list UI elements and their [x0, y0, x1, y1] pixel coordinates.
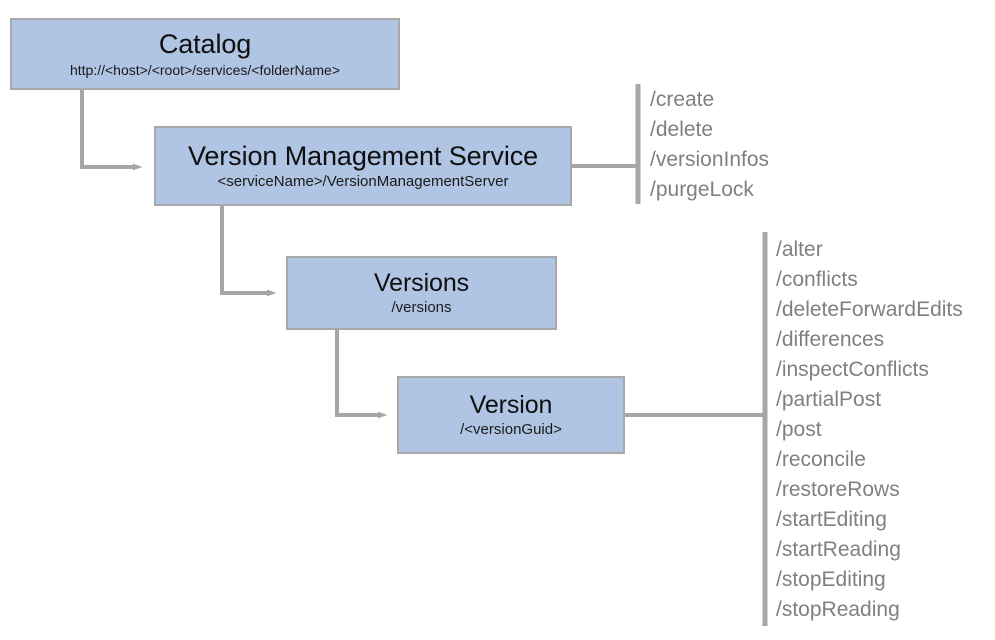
operation-item: /versionInfos [650, 148, 770, 171]
operation-item: /reconcile [776, 448, 866, 471]
operation-list-service: /create/delete/versionInfos/purgeLock [650, 85, 769, 205]
node-versions-title: Versions [373, 268, 470, 297]
operation-item: /deleteForwardEdits [776, 298, 963, 321]
operation-item: /create [650, 88, 715, 111]
operation-item: /inspectConflicts [776, 358, 929, 381]
node-version-management-service[interactable]: Version Management Service <serviceName>… [154, 126, 572, 206]
connector-versions-to-version [335, 330, 388, 419]
operation-item: /startReading [776, 538, 901, 561]
operation-item: /stopReading [776, 598, 900, 621]
operation-item: /conflicts [776, 268, 858, 291]
node-versions-subtitle: /versions [391, 299, 452, 316]
operation-item: /post [776, 418, 822, 441]
operation-item: /partialPost [776, 388, 882, 411]
operation-item: /stopEditing [776, 568, 886, 591]
node-catalog[interactable]: Catalog http://<host>/<root>/services/<f… [10, 18, 400, 90]
node-catalog-title: Catalog [158, 29, 252, 60]
node-version[interactable]: Version /<versionGuid> [397, 376, 625, 454]
connector-service-to-versions [220, 206, 277, 297]
connector-catalog-to-service [80, 90, 143, 171]
operation-item: /delete [650, 118, 714, 141]
operation-item: /differences [776, 328, 885, 351]
operation-list-version: /alter/conflicts/deleteForwardEdits/diff… [776, 235, 963, 625]
connector-version-to-operations [625, 232, 768, 626]
node-version-management-service-title: Version Management Service [187, 140, 539, 171]
operation-item: /startEditing [776, 508, 887, 531]
operation-item: /purgeLock [650, 178, 754, 201]
node-catalog-subtitle: http://<host>/<root>/services/<folderNam… [69, 61, 341, 78]
node-version-subtitle: /<versionGuid> [460, 421, 562, 438]
operation-item: /restoreRows [776, 478, 900, 501]
node-versions[interactable]: Versions /versions [286, 256, 557, 330]
operation-item: /alter [776, 238, 823, 261]
connector-service-to-operations [572, 84, 641, 204]
node-version-management-service-subtitle: <serviceName>/VersionManagementServer [217, 173, 509, 191]
node-version-title: Version [469, 390, 553, 419]
